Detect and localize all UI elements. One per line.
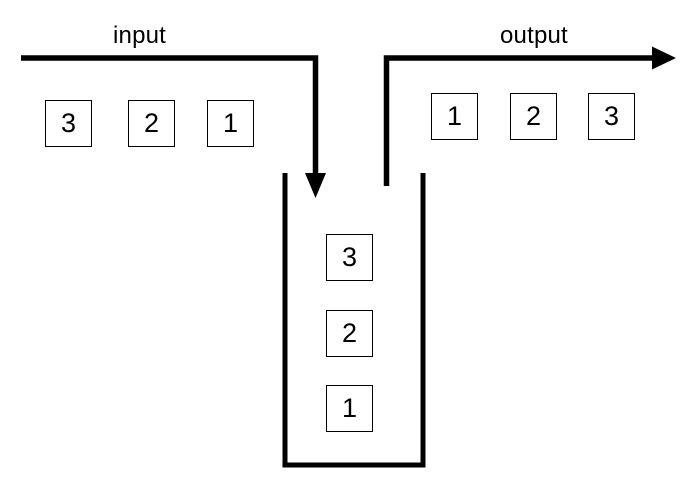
- input-element-box: 2: [128, 100, 175, 147]
- output-element-box: 2: [510, 93, 557, 140]
- stack-element-box: 3: [326, 234, 373, 281]
- stack-element-box: 2: [326, 310, 373, 357]
- output-arrow-head: [652, 46, 676, 70]
- stack-vessel-outline: [282, 173, 426, 468]
- input-arrow-line: [21, 55, 319, 178]
- output-label: output: [500, 22, 568, 49]
- input-arrow-head: [305, 173, 326, 198]
- output-element-box: 3: [588, 93, 635, 140]
- input-arrow: [21, 55, 326, 198]
- input-element-box: 1: [207, 100, 254, 147]
- stack-element-box: 1: [326, 385, 373, 432]
- input-label: input: [113, 22, 167, 49]
- input-element-box: 3: [45, 100, 92, 147]
- output-arrow: [383, 46, 676, 186]
- output-element-box: 1: [431, 93, 478, 140]
- output-arrow-line: [383, 55, 662, 186]
